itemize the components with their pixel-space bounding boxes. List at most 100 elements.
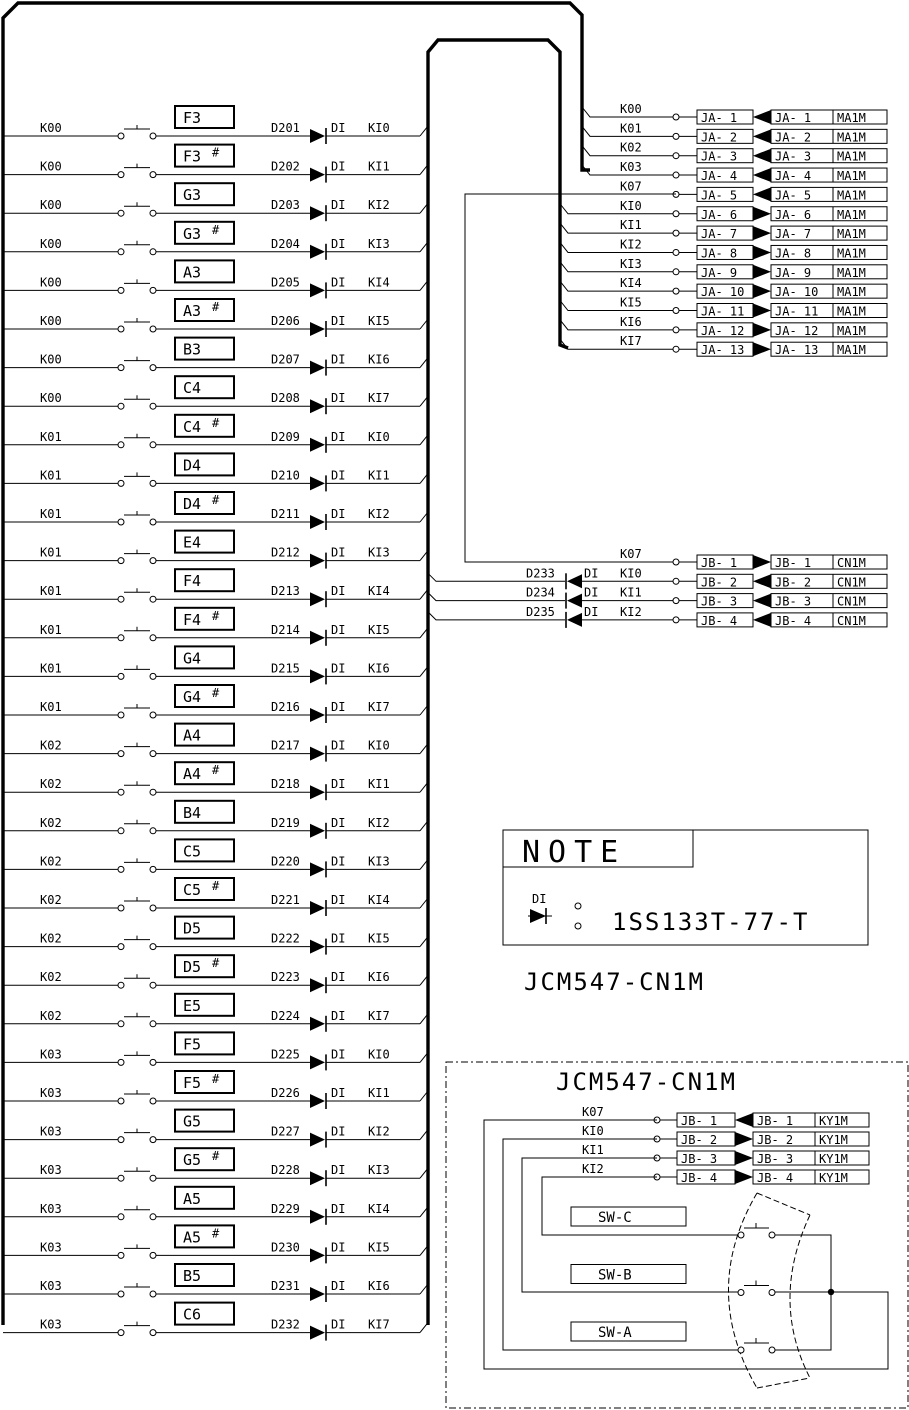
input-label: KI5 xyxy=(368,623,390,637)
switch-terminal-icon xyxy=(149,441,157,449)
bus-tap xyxy=(419,1167,429,1179)
outer-bus-K0x xyxy=(1,1,590,1325)
signal-label: K00 xyxy=(620,102,642,116)
signal-label: KI1 xyxy=(620,586,642,600)
row-label: K00 xyxy=(40,198,62,212)
arrow-right-icon xyxy=(753,264,771,279)
switch-terminal-icon xyxy=(149,479,157,487)
terminal-icon xyxy=(672,577,680,585)
switch-terminal-icon xyxy=(149,827,157,835)
switch-terminal-icon xyxy=(768,1346,776,1354)
switch-terminal-icon xyxy=(117,1251,125,1259)
diode-label: D235 xyxy=(526,605,555,619)
switch-terminal-icon xyxy=(117,1290,125,1298)
pin-label: JA- 3 xyxy=(701,150,737,164)
pin-label: JB- 2 xyxy=(701,575,737,589)
switch-terminal-icon xyxy=(117,402,125,410)
signal-label: KI2 xyxy=(620,605,642,619)
switch-terminal-icon xyxy=(737,1346,745,1354)
board-label: MA1M xyxy=(837,246,866,260)
pin-label: JB- 3 xyxy=(681,1152,717,1166)
diode-type-label: DI xyxy=(331,353,345,367)
key-note-box xyxy=(174,606,235,631)
pin-label: JA- 9 xyxy=(701,266,737,280)
pin-label: JB- 4 xyxy=(701,614,737,628)
terminal-icon xyxy=(672,558,680,566)
sharp-label: # xyxy=(212,300,220,314)
switch-terminal-icon xyxy=(117,1329,125,1337)
input-label: KI2 xyxy=(368,198,390,212)
diode-icon xyxy=(567,593,582,608)
arrow-right-icon xyxy=(753,303,771,318)
switch-terminal-icon xyxy=(117,441,125,449)
mate-label: JB- 2 xyxy=(775,575,811,589)
diode-label: D222 xyxy=(271,932,300,946)
key-note-box xyxy=(174,684,235,708)
input-label: KI4 xyxy=(368,275,390,289)
arrow-right-icon xyxy=(735,1132,753,1146)
sharp-label: # xyxy=(212,146,220,160)
signal-label: KI0 xyxy=(620,199,642,213)
arrow-left-icon xyxy=(753,129,771,144)
mate-label: JA- 13 xyxy=(775,343,818,357)
switch-terminal-icon xyxy=(149,518,157,526)
row-label: K03 xyxy=(40,1240,62,1254)
mate-box xyxy=(770,612,888,628)
note-diode-icon xyxy=(528,908,552,924)
mate-label: JA- 6 xyxy=(775,208,811,222)
mate-box xyxy=(770,554,888,570)
diode-icon xyxy=(310,669,325,684)
key-note-box xyxy=(174,954,235,979)
note-frame xyxy=(502,829,869,946)
terminal-icon xyxy=(672,152,680,160)
note-title: NOTE xyxy=(522,835,626,870)
diode-type-label: DI xyxy=(331,546,345,560)
switch-terminal-icon xyxy=(149,1174,157,1182)
signal-label: KI6 xyxy=(620,315,642,329)
bus-tap xyxy=(419,511,429,523)
switch-terminal-icon xyxy=(117,595,125,603)
terminal-icon xyxy=(672,597,680,605)
switch-terminal-icon xyxy=(149,1020,157,1028)
key-note-box xyxy=(174,413,235,438)
diode-icon xyxy=(310,1016,325,1031)
diode-label: D217 xyxy=(271,739,300,753)
diode-type-label: DI xyxy=(331,1047,345,1061)
input-label: KI5 xyxy=(368,1240,390,1254)
signal-label: K02 xyxy=(620,141,642,155)
diode-icon xyxy=(310,823,325,838)
row-label: K00 xyxy=(40,353,62,367)
switch-terminal-icon xyxy=(117,1097,125,1105)
sharp-label: # xyxy=(212,686,220,700)
key-note-label: G4 xyxy=(183,649,201,667)
board-label: KY1M xyxy=(819,1133,848,1147)
input-label: KI7 xyxy=(368,1009,390,1023)
switch-terminal-icon xyxy=(149,1213,157,1221)
switch-terminal-icon xyxy=(117,171,125,179)
mate-label: JB- 4 xyxy=(775,614,811,628)
bus-tap xyxy=(419,164,429,175)
mate-label: JA- 8 xyxy=(775,246,811,260)
diode-icon xyxy=(310,322,325,336)
diode-type-label: DI xyxy=(584,586,598,600)
board-label: MA1M xyxy=(837,266,866,280)
ja-feed-wire xyxy=(559,261,673,273)
switch-terminal-icon xyxy=(149,248,157,256)
diode-icon xyxy=(310,1055,325,1070)
diode-label: D215 xyxy=(271,661,300,675)
row-label: K01 xyxy=(40,468,62,482)
diode-type-label: DI xyxy=(331,739,345,753)
terminal-icon xyxy=(672,307,680,314)
arrow-right-icon xyxy=(753,284,771,299)
arrow-left-icon xyxy=(753,187,771,202)
